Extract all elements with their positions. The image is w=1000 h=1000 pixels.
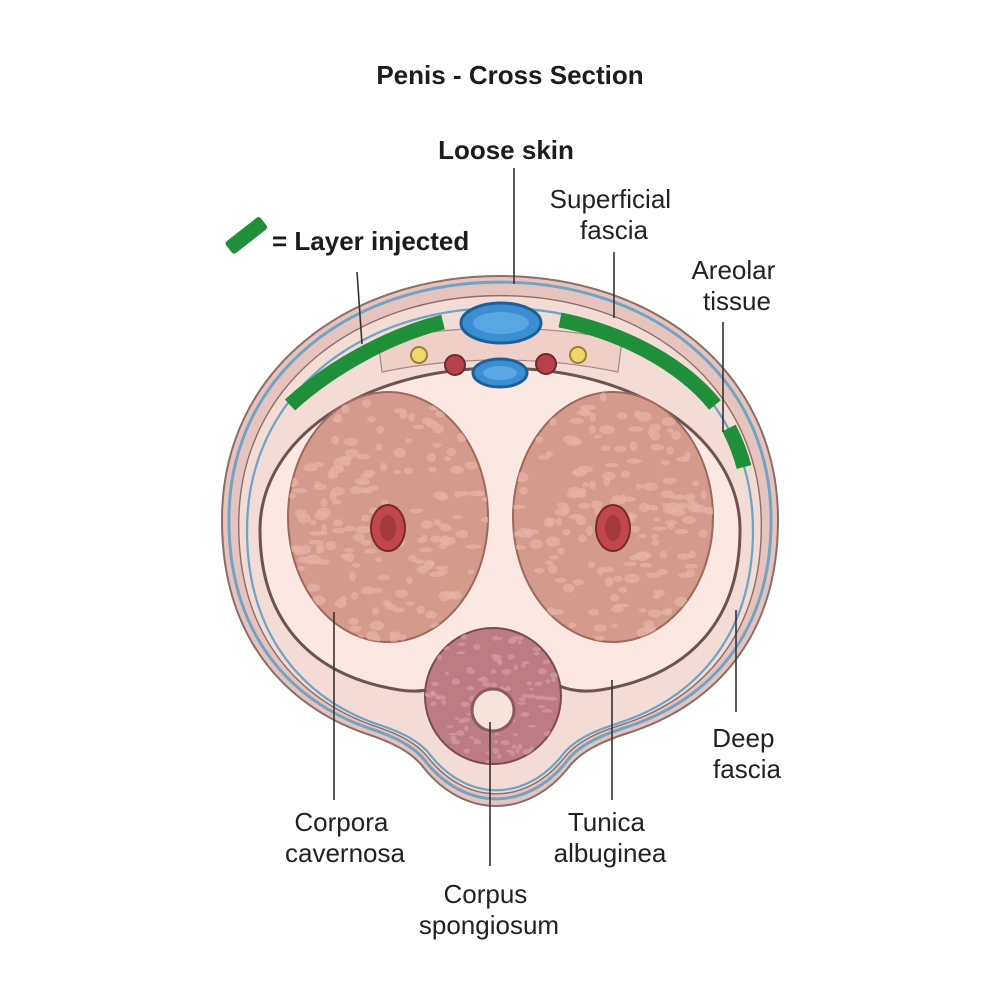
- legend: = Layer injected: [225, 217, 469, 256]
- label-areolar-tissue: Areolar tissue: [691, 255, 782, 316]
- label-corpora-cavernosa: Corpora cavernosa: [285, 807, 405, 868]
- legend-swatch: [225, 217, 268, 254]
- dorsal-artery-left: [444, 354, 466, 376]
- dorsal-artery-right: [535, 353, 557, 375]
- label-superficial-fascia: Superficial fascia: [550, 184, 679, 245]
- injected-band-right-lower: [722, 424, 752, 469]
- dorsal-nerve-right: [569, 346, 587, 364]
- superficial-fascia-layer: [227, 280, 773, 801]
- urethra: [470, 687, 516, 733]
- spongiosum-texture: [425, 633, 558, 764]
- erectile-texture: [288, 399, 488, 642]
- legend-text: = Layer injected: [272, 226, 469, 256]
- label-deep-fascia: Deep fascia: [712, 723, 781, 784]
- deep-fascia-layer: [245, 306, 755, 792]
- corpus-spongiosum: [424, 627, 562, 765]
- label-corpus-spongiosum: Corpus spongiosum: [419, 879, 559, 940]
- erectile-texture: [513, 392, 713, 642]
- label-tunica-albuginea: Tunica albuginea: [554, 807, 667, 868]
- injected-band-left: [284, 314, 445, 411]
- dorsal-nerve-left: [410, 346, 428, 364]
- corpus-cavernosum-left: [287, 391, 489, 643]
- leader-legend: [356, 271, 363, 345]
- injected-band-right: [558, 312, 721, 410]
- label-loose-skin: Loose skin: [438, 135, 574, 165]
- corpus-cavernosum-right: [512, 391, 714, 643]
- diagram-title: Penis - Cross Section: [376, 60, 643, 90]
